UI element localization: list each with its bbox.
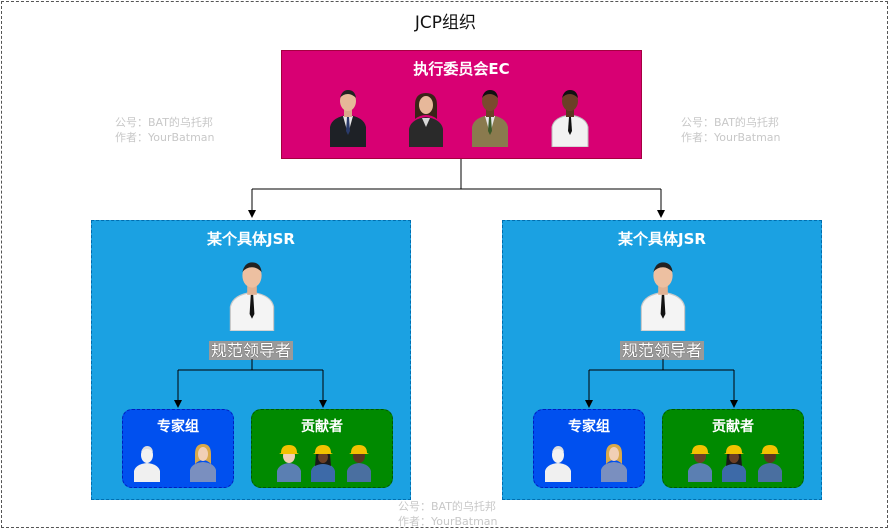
diagram-title: JCP组织 bbox=[414, 13, 477, 33]
spec-lead-label: 规范领导者 bbox=[619, 341, 704, 360]
contributors-label: 贡献者 bbox=[712, 419, 754, 435]
expert-group-box: 专家组 bbox=[122, 409, 234, 488]
worker-icon bbox=[277, 445, 301, 482]
worker-icon bbox=[722, 445, 746, 482]
watermark: 公号：BAT的乌托邦 作者：YourBatman bbox=[115, 116, 215, 144]
expert-woman-icon bbox=[601, 444, 627, 482]
lead-to-groups-connector bbox=[174, 359, 327, 408]
expert-woman-icon bbox=[190, 444, 216, 482]
expert-group-label: 专家组 bbox=[568, 419, 610, 435]
contributors-box: 贡献者 bbox=[662, 409, 804, 488]
expert-group-box: 专家组 bbox=[533, 409, 645, 488]
watermark: 公号：BAT的乌托邦 作者：YourBatman bbox=[398, 500, 498, 528]
businessman-icon bbox=[551, 90, 589, 147]
executive-committee-box: 执行委员会EC bbox=[281, 50, 642, 159]
expert-man-icon bbox=[545, 446, 571, 482]
watermark: 公号：BAT的乌托邦 作者：YourBatman bbox=[681, 116, 781, 144]
expert-group-label: 专家组 bbox=[157, 419, 199, 435]
worker-icon bbox=[311, 445, 335, 482]
ec-to-jsr-connector bbox=[248, 159, 665, 218]
worker-icon bbox=[688, 445, 712, 482]
contributors-box: 贡献者 bbox=[251, 409, 393, 488]
lead-to-groups-connector bbox=[585, 359, 738, 408]
businessman-icon bbox=[330, 90, 366, 147]
jsr-box: 某个具体JSR 规范领导者 专家组 bbox=[91, 220, 411, 500]
expert-man-icon bbox=[134, 446, 160, 482]
worker-icon bbox=[347, 445, 371, 482]
spec-lead-icon bbox=[229, 262, 275, 331]
businessman-icon bbox=[472, 90, 508, 147]
jsr-title: 某个具体JSR bbox=[618, 230, 706, 248]
contributors-label: 贡献者 bbox=[301, 419, 343, 435]
spec-lead-label: 规范领导者 bbox=[208, 341, 293, 360]
spec-lead-icon bbox=[640, 262, 686, 331]
jsr-box: 某个具体JSR 规范领导者 专家组 bbox=[502, 220, 822, 500]
jsr-title: 某个具体JSR bbox=[207, 230, 295, 248]
ec-title: 执行委员会EC bbox=[413, 60, 510, 78]
businesswoman-icon bbox=[409, 93, 443, 147]
worker-icon bbox=[758, 445, 782, 482]
